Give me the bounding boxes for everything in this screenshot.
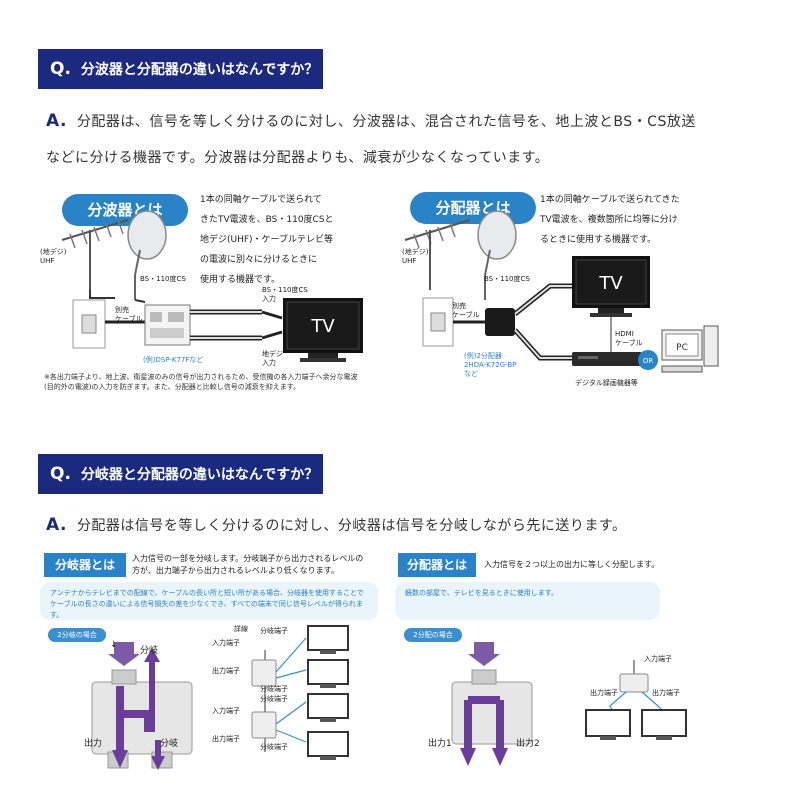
bunki-info: アンテナからテレビまでの配線で、ケーブルの長い所と短い所がある場合、分岐器を使用… (40, 582, 378, 620)
bunki-title: 分岐器とは (44, 553, 126, 577)
question-title: 分波器と分配器の違いはなんですか？ (80, 62, 319, 78)
bunpa-desc-line: 地デジ(UHF)・ケーブルテレビ等 (200, 235, 334, 245)
uhf-label: (地デジ)UHF (40, 248, 67, 265)
bunpa-model-label: (例)DSP-K77Fなど (143, 356, 204, 364)
bs-dish-icon (477, 210, 517, 300)
bs-label-2: BS・110度CS (484, 275, 530, 283)
bunpa-note: ※各出力端子より、地上波、衛星波のみの信号が出力されるため、受信機の各入力端子へ… (44, 372, 357, 392)
tv-label: TV (598, 273, 623, 294)
question-banner-2: Q. 分岐器と分配器の違いはなんですか？ (38, 454, 323, 494)
sessen-label: 詳線 (234, 625, 248, 633)
question-mark: Q. (50, 464, 71, 484)
tv-icon (283, 298, 363, 362)
bunpai-desc-line: 1本の同軸ケーブルで送られてきた (540, 195, 680, 205)
bunpa-desc-line: の電波に別々に分けるときに (200, 255, 318, 265)
answer-line-1: 分配器は信号を等しく分けるのに対し、分岐器は信号を分岐しながら先に送ります。 (76, 518, 627, 534)
answer-mark: A. (46, 111, 67, 131)
splitter-device-icon (485, 308, 515, 336)
chideji-input-label: 地デジ入力 (262, 350, 283, 367)
branch-terminal-2: 分岐端子 (260, 685, 288, 693)
branch-terminal-3: 分岐端子 (260, 695, 288, 703)
bunpai2-tag: 2分配の場合 (404, 628, 462, 642)
bunpa-device-icon (144, 304, 191, 346)
out2-label: 出力2 (516, 739, 540, 749)
bunpai-desc-line: TV電波を、複数箇所に均等に分け (540, 215, 678, 225)
out1-label: 出力1 (428, 739, 452, 749)
out-terminal-2: 出力端子 (212, 735, 240, 743)
bunpai2-info: 鏡数の部屋で、テレビを見るときに使用します。 (395, 582, 660, 620)
question-mark: Q. (50, 59, 71, 79)
bunpa-desc-line: 使用する機器です。 (200, 275, 281, 285)
answer-line-2: などに分ける機器です。分波器は分配器よりも、減衰が少なくなっています。 (46, 150, 550, 166)
answer-line-1: 分配器は、信号を等しく分けるのに対し、分波器は、混合された信号を、地上波とBS・… (76, 114, 696, 130)
bunpai2-diagram (451, 642, 687, 766)
bunpa-desc: 1本の同軸ケーブルで送られて きたTV電波を、BS・110度CSと 地デジ(UH… (200, 190, 380, 290)
cable-label: 別売ケーブル (115, 306, 143, 323)
bs-dish-icon (127, 210, 167, 300)
branch-terminal-1: 分岐端子 (260, 627, 288, 635)
cable-label-2: 別売ケーブル (452, 302, 480, 319)
branch-terminal-4: 分岐端子 (260, 743, 288, 751)
bunki-desc-line: 方が、出力端子から出力されるレベルより低くなります。 (132, 566, 339, 575)
bunpa-note-line: (目的外の電波)の入力を防ぎます。また、分配器と比較し信号の減衰を抑えます。 (44, 383, 301, 391)
bunpa-desc-line: 1本の同軸ケーブルで送られて (200, 195, 322, 205)
out-terminal-a: 出力端子 (590, 689, 618, 697)
bunki-label: 分岐 (140, 646, 159, 656)
answer-2: A. 分配器は信号を等しく分けるのに対し、分岐器は信号を分岐しながら先に送ります。 (46, 507, 627, 544)
bunpai-desc: 1本の同軸ケーブルで送られてきた TV電波を、複数箇所に均等に分け るときに使用… (540, 190, 720, 250)
question-title: 分岐器と分配器の違いはなんですか？ (80, 467, 319, 483)
bunpa-note-line: ※各出力端子より、地上波、衛星波のみの信号が出力されるため、受信機の各入力端子へ… (44, 373, 358, 381)
answer-mark: A. (46, 515, 67, 535)
out-terminal-b: 出力端子 (652, 689, 680, 697)
bunki-diagram (91, 625, 349, 770)
bunpai-diagram: TV OR PC (404, 210, 719, 373)
in-terminal-1: 入力端子 (212, 639, 240, 647)
uhf-antenna-icon (61, 219, 129, 290)
bunki-desc-line: 入力信号の一部を分岐します。分岐端子から出力されるレベルの (132, 554, 364, 563)
question-banner-1: Q. 分波器と分配器の違いはなんですか？ (38, 49, 323, 89)
bunpai2-desc: 入力信号を２つ以上の出力に等しく分配します。 (484, 560, 660, 569)
recorder-icon (572, 352, 642, 366)
pc-icon (661, 325, 719, 373)
in-terminal-2: 入力端子 (212, 707, 240, 715)
answer-1: A. 分配器は、信号を等しく分けるのに対し、分波器は、混合された信号を、地上波とB… (46, 103, 696, 176)
bunki2-label: 分岐 (160, 739, 179, 749)
bs-label: BS・110度CS (140, 275, 186, 283)
uhf-antenna-icon (404, 219, 471, 290)
in-terminal: 入力端子 (644, 655, 672, 663)
bunpai-desc-line: るときに使用する機器です。 (540, 235, 657, 245)
bunki-desc: 入力信号の一部を分岐します。分岐端子から出力されるレベルの 方が、出力端子から出… (132, 553, 372, 577)
uhf-label-2: (地デジ)UHF (402, 248, 429, 265)
recorder-label: デジタル録画機器等 (575, 379, 638, 387)
tv-icon (572, 256, 650, 317)
or-label: OR (643, 357, 654, 365)
tv-label: TV (310, 316, 335, 337)
out-terminal-1: 出力端子 (212, 667, 240, 675)
bunki-tag: 2分岐の場合 (48, 628, 106, 642)
out-label: 出力 (84, 739, 103, 749)
bunpa-desc-line: きたTV電波を、BS・110度CSと (200, 215, 334, 225)
bunki-in-label: ↓ (110, 640, 118, 650)
bunpai2-title: 分配器とは (398, 553, 476, 577)
pc-label: PC (676, 343, 688, 353)
bunpa-diagram: TV (61, 210, 363, 362)
